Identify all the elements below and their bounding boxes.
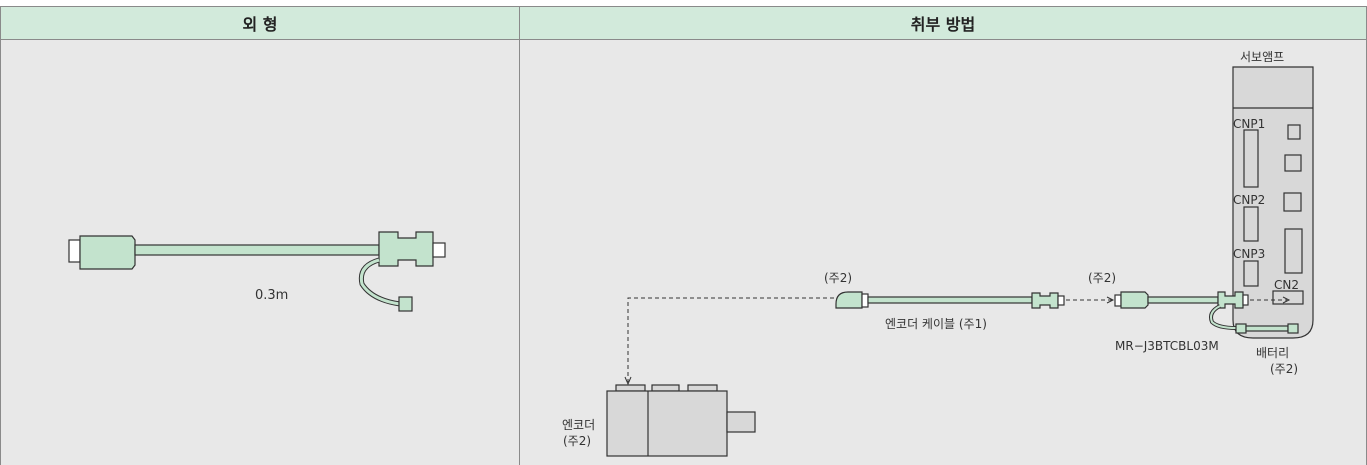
cable-length-label: 0.3m xyxy=(255,288,288,303)
battery-cable-connector xyxy=(1217,291,1244,309)
amp-port-1 xyxy=(1287,124,1301,140)
battery-label: 배터리 xyxy=(1256,346,1289,360)
header-mounting-label: 취부 방법 xyxy=(910,15,976,34)
cnp2-label: CNP2 xyxy=(1233,193,1265,207)
battery-lead-wire xyxy=(1245,325,1289,332)
cnp1-label: CNP1 xyxy=(1233,117,1265,131)
encoder-plug xyxy=(835,291,863,309)
amp-port-3 xyxy=(1283,192,1302,212)
connection-dash-encoder xyxy=(627,297,834,382)
cable-appearance-drawing xyxy=(68,231,446,312)
encoder-cap-3 xyxy=(687,384,718,392)
battery-cable-tab-left xyxy=(1114,294,1122,307)
encoder-cable-connector-tab xyxy=(1057,295,1065,306)
header-mounting: 취부 방법 xyxy=(519,6,1367,40)
motor-shaft xyxy=(726,411,756,433)
motor-body xyxy=(606,390,728,457)
cn2-label: CN2 xyxy=(1274,278,1299,292)
amp-port-2 xyxy=(1284,154,1302,172)
battery xyxy=(1287,323,1299,334)
battery-lead-plug xyxy=(1235,323,1247,334)
note-mid-label: (주2) xyxy=(1088,271,1116,285)
arrow-encoder xyxy=(624,376,632,386)
arrow-mid xyxy=(1106,296,1115,304)
right-connector-tab xyxy=(432,242,446,258)
right-connector xyxy=(378,231,434,267)
battery-lead-inner xyxy=(359,258,401,306)
encoder-cable xyxy=(835,291,1065,309)
header-appearance-label: 외 형 xyxy=(242,15,278,34)
battery-note-label: (주2) xyxy=(1270,362,1298,376)
battery-lead-inner-r xyxy=(1210,305,1237,329)
motor-encoder xyxy=(606,384,756,457)
encoder-cable-label: 엔코더 케이블 (주1) xyxy=(885,317,987,331)
left-connector xyxy=(79,235,136,270)
cn2-port xyxy=(1272,290,1304,305)
main-cable xyxy=(134,244,380,256)
battery-cable-plug xyxy=(1120,291,1149,309)
encoder-plug-tab xyxy=(861,293,869,308)
cnp3-slot xyxy=(1243,260,1259,287)
encoder-cable-connector xyxy=(1031,292,1059,309)
servo-amplifier xyxy=(1232,66,1314,339)
cnp3-label: CNP3 xyxy=(1233,247,1265,261)
arrow-cn2 xyxy=(1282,296,1291,304)
note-left-label: (주2) xyxy=(824,271,852,285)
left-connector-tab xyxy=(68,239,81,263)
amp-port-4 xyxy=(1284,228,1303,274)
encoder-cap-2 xyxy=(651,384,680,392)
encoder-label: 엔코더 xyxy=(562,418,595,432)
encoder-cap-1 xyxy=(615,384,646,392)
encoder-note-label: (주2) xyxy=(563,434,591,448)
battery-cable xyxy=(1114,291,1299,334)
battery-small xyxy=(398,296,413,312)
servo-amp-label: 서보앰프 xyxy=(1240,50,1284,64)
model-label: MR−J3BTCBL03M xyxy=(1115,339,1219,353)
header-appearance: 외 형 xyxy=(0,6,520,40)
cnp1-slot xyxy=(1243,129,1259,188)
cnp2-slot xyxy=(1243,206,1259,242)
encoder-cable-body xyxy=(867,296,1033,304)
battery-cable-body xyxy=(1147,296,1219,304)
battery-cable-tab-right xyxy=(1242,294,1249,306)
